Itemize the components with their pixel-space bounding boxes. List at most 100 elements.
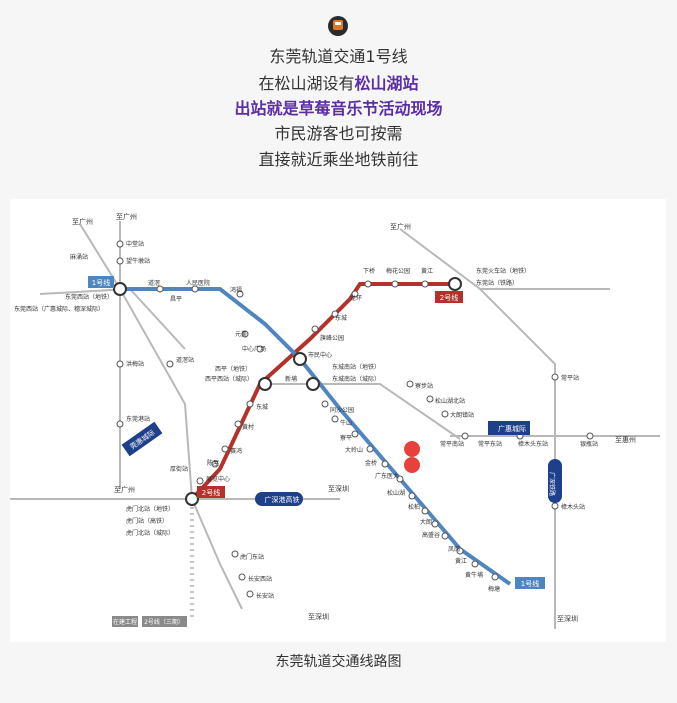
to-sz-label-3: 至深圳	[557, 614, 578, 623]
station-daojiao: 道滘	[148, 279, 160, 287]
station-songshanhu: 松山湖	[387, 489, 405, 497]
station-huangcun: 黄村	[242, 423, 254, 431]
station-jingu: 金桥	[365, 459, 377, 467]
station-dongguannan: 东城南站（地铁）	[332, 363, 380, 371]
station-dongguan-station: 东莞火车站（地铁）	[476, 267, 530, 275]
station-longshan: 陈屋	[207, 459, 219, 467]
brand-gsrail-label: 广深铁路	[548, 472, 556, 496]
line1-badge-bottom	[515, 577, 545, 589]
station-hongmei: 洪梅站	[126, 360, 144, 368]
station-wanxing: 展览中心	[206, 475, 230, 483]
line1-badge-top	[88, 276, 114, 288]
to-sz-label-1: 至深圳	[328, 484, 349, 493]
station-shitan: 高盛谷	[422, 531, 440, 539]
brand-guanhui-right	[488, 421, 530, 435]
station-dots	[116, 240, 594, 598]
brand-guangshen	[255, 492, 303, 506]
songshanhu-pin-icon	[404, 441, 421, 484]
line2-phase3-badge	[142, 616, 187, 627]
to-hz-label: 至惠州	[615, 435, 636, 444]
station-humen-high: 虎门站（高铁）	[126, 517, 168, 525]
station-zhangmutou-east: 樟木头东站	[518, 440, 548, 448]
to-gz-label-3: 至广州	[390, 222, 411, 231]
interchange-stations	[113, 277, 462, 506]
brand-guanhui-right-label: 广惠城际	[498, 424, 526, 433]
headline-line1: 东莞轨道交通1号线	[269, 47, 408, 66]
station-changping-w: 昌平	[170, 296, 182, 303]
station-zhangmutou: 樟木头站	[561, 503, 585, 511]
station-fenggang: 凤岗	[448, 546, 460, 553]
station-dongguan-rail: 东莞站（铁路）	[476, 279, 518, 287]
line1-badge-bottom-label: 1号线	[521, 579, 539, 588]
line2-badge-top	[435, 291, 463, 303]
station-dongguan-west: 东莞西站（地铁）	[65, 293, 113, 301]
station-huangniu: 黄牛埔	[465, 571, 483, 579]
station-qiaotou: 旗峰公园	[320, 334, 344, 342]
to-sz-label-2: 至深圳	[308, 612, 329, 621]
station-dalingshan-zhen: 大朗镇站	[450, 411, 474, 419]
station-humen-north: 虎门北站（城际）	[126, 529, 174, 537]
station-liaoping: 寮平	[340, 434, 352, 442]
station-meitang: 梅塘	[488, 585, 500, 593]
station-shuiping: 松柏	[408, 503, 420, 511]
station-humen-town: 虎门东站	[240, 553, 264, 561]
line2-badge-top-label: 2号线	[440, 293, 458, 302]
map-caption: 东莞轨道交通线路图	[275, 654, 402, 670]
line1-badge-label: 1号线	[92, 278, 110, 287]
station-renminyuan: 人民医院	[186, 279, 210, 287]
construction-label: 在建工程	[113, 618, 137, 626]
station-xipin: 西平（地铁）	[215, 365, 251, 373]
to-gz-label-4: 至广州	[114, 485, 135, 494]
station-shizhongxin: 市民中心	[308, 351, 332, 359]
line2-red	[190, 282, 460, 501]
station-hongfu: 鸿福	[230, 286, 242, 294]
line2-phase3-label: 2号线（三期）	[144, 618, 184, 626]
station-chang-an: 长安站	[256, 592, 274, 600]
station-zhongtang: 中堂站	[126, 240, 144, 248]
station-xinpu: 新埔	[285, 375, 297, 383]
construction-badge	[112, 616, 138, 627]
station-yinping: 银瓶站	[580, 440, 598, 448]
line2-badge-mid	[197, 486, 225, 498]
station-yuanmei: 元美	[235, 330, 247, 338]
headline-line4: 市民游客也可按需	[274, 124, 403, 143]
station-meihua: 梅花公园	[386, 267, 410, 275]
station-dalang: 大朗	[420, 518, 432, 526]
station-chuanjiao: 赛鸿	[230, 447, 242, 455]
station-changping: 常平站	[561, 374, 579, 382]
station-changpingdong: 常平东站	[478, 440, 502, 448]
station-xiaqiao: 下桥	[363, 267, 375, 275]
brand-guangshen-label: 广深港高铁	[265, 495, 300, 504]
station-humen-east: 虎门北站（地铁）	[126, 505, 174, 513]
line2-badge-mid-label: 2号线	[202, 488, 220, 497]
headline-line5: 直接就近乘坐地铁前往	[258, 150, 419, 169]
station-huangjiang: 黄江	[421, 267, 433, 275]
station-songshanhu-north: 松山湖北站	[435, 397, 465, 405]
station-zhongxinguangchang: 中心广场	[242, 345, 266, 353]
station-dongguan-west-rail: 东莞西站（广惠城际、穗深城际）	[14, 305, 104, 313]
to-gz-label-1: 至广州	[72, 217, 93, 226]
station-dongguan-port: 东莞港站	[126, 415, 150, 423]
station-longhuan: 龙环	[350, 294, 362, 302]
station-changpingnan: 常平南站	[440, 440, 464, 448]
station-dalingshan: 大岭山	[345, 446, 363, 454]
station-dongcheng-rail: 东城南站（城际）	[332, 375, 380, 383]
station-tongsha: 同沙公园	[330, 407, 354, 414]
station-liaobu: 寮步站	[415, 382, 433, 390]
station-machong: 麻涌站	[70, 253, 88, 261]
headline-line3: 出站就是草莓音乐节活动现场	[234, 99, 443, 118]
station-chang-an-west: 长安西站	[248, 575, 272, 583]
station-houjie: 厚街站	[170, 465, 188, 473]
brand-gsrail	[548, 459, 562, 503]
station-daocheng: 道滘站	[176, 356, 194, 364]
songshanhu-highlight: 松山湖站	[354, 74, 419, 93]
metro-map[interactable]: 1号线 1号线 2号线 2号线 2号线（三期） 在建工程 莞惠城际 广深港高铁 …	[10, 199, 666, 642]
brand-guanhui	[121, 421, 163, 457]
station-xipin-west: 西平西站（城际）	[205, 375, 253, 383]
station-guangdongyida: 广东医大	[375, 472, 399, 480]
station-niushan: 牛山	[340, 419, 352, 427]
station-wangniudun: 望牛墩站	[126, 257, 150, 265]
station-huangjiang2: 黄江	[455, 557, 467, 565]
metro-train-icon	[328, 16, 348, 36]
metro-map-svg: 1号线 1号线 2号线 2号线 2号线（三期） 在建工程 莞惠城际 广深港高铁 …	[10, 212, 660, 629]
